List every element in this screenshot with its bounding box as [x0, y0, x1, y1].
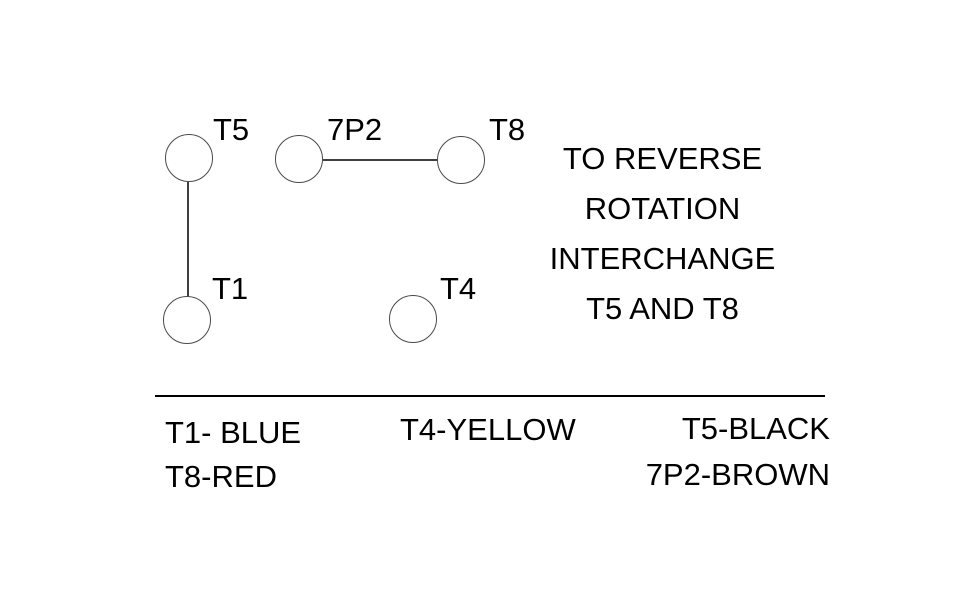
- legend-entry-t4-yellow: T4-YELLOW: [400, 412, 576, 447]
- legend-entry-t5-black: T5-BLACK: [681, 411, 830, 446]
- instruction-line-4: T5 AND T8: [586, 291, 739, 326]
- terminal-t5-label: T5: [213, 112, 250, 147]
- legend-entry-t1-blue: T1- BLUE: [165, 415, 302, 450]
- connector-t5-t1: [187, 182, 189, 296]
- legend-entry-7p2-brown: 7P2-BROWN: [645, 457, 830, 492]
- terminal-t4-circle: [389, 295, 437, 343]
- terminal-t5-circle: [165, 134, 213, 182]
- instruction-line-3: INTERCHANGE: [549, 241, 776, 276]
- terminal-t8-circle: [437, 136, 485, 184]
- connector-7p2-t8: [323, 159, 437, 161]
- instruction-line-2: ROTATION: [584, 191, 741, 226]
- terminal-t1-label: T1: [212, 271, 249, 306]
- terminal-7p2-circle: [275, 135, 323, 183]
- terminal-t8-label: T8: [489, 112, 526, 147]
- legend-entry-t8-red: T8-RED: [165, 459, 277, 494]
- terminal-7p2-label: 7P2: [327, 112, 383, 147]
- reverse-rotation-instruction: TO REVERSE ROTATION INTERCHANGE T5 AND T…: [496, 134, 829, 334]
- instruction-line-1: TO REVERSE: [562, 141, 763, 176]
- legend-divider-line: [155, 395, 825, 397]
- terminal-t4-label: T4: [440, 271, 477, 306]
- terminal-t1-circle: [163, 296, 211, 344]
